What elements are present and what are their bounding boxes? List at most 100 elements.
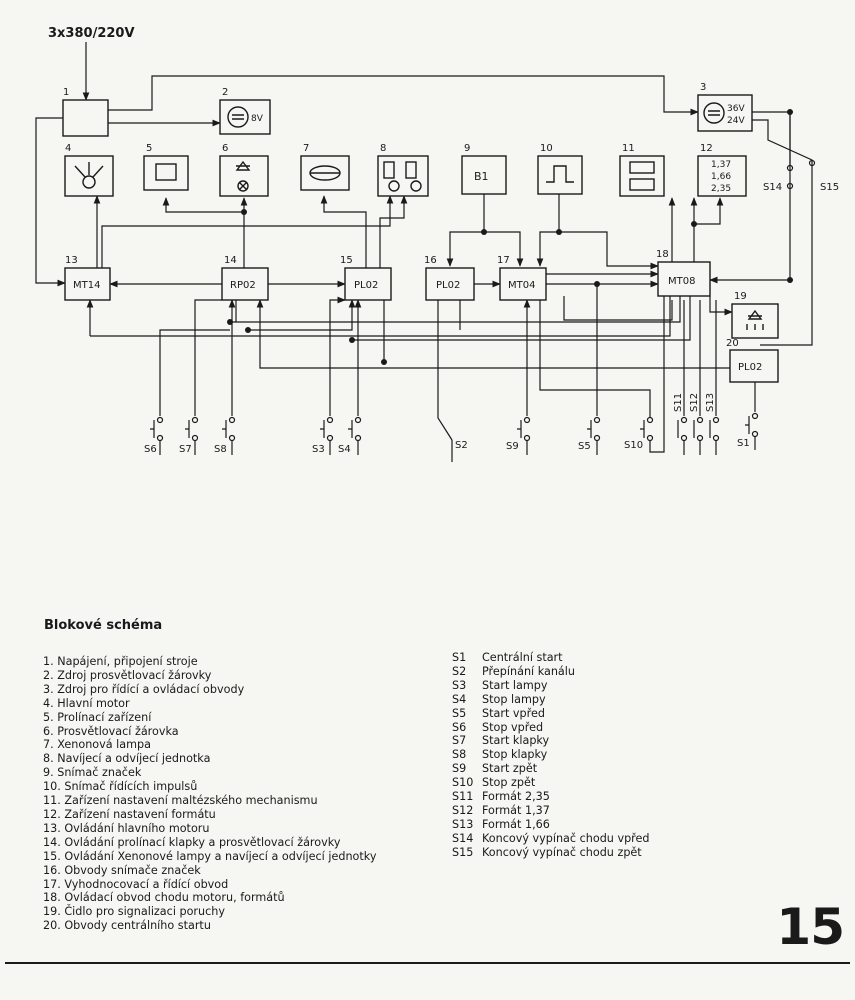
switch-code: S11 xyxy=(452,790,474,804)
supply-label: 3x380/220V xyxy=(48,26,135,41)
switch-s8 xyxy=(222,416,236,455)
switch-code: S10 xyxy=(452,776,474,790)
legend-item: 19. Čidlo pro signalizaci poruchy xyxy=(43,905,225,919)
legend-item: 4. Hlavní motor xyxy=(43,696,130,710)
switch-code: S9 xyxy=(452,762,467,776)
block-12-format-2: 1,66 xyxy=(711,172,731,182)
block-18: 18 MT08 xyxy=(656,249,711,297)
block-3-voltage-2: 24V xyxy=(727,116,745,126)
block-3-number: 3 xyxy=(700,82,706,93)
switch-description: Start lampy xyxy=(482,678,548,692)
switch-legend-item: S7 Start klapky xyxy=(452,734,650,748)
switch-description: Koncový vypínač chodu vpřed xyxy=(482,831,650,845)
switch-s11 xyxy=(677,416,688,455)
switch-label-s2: S2 xyxy=(455,440,468,451)
block-18-number: 18 xyxy=(656,249,669,260)
switch-code: S13 xyxy=(452,817,474,831)
block-3: 3 36V 24V xyxy=(697,82,753,132)
legend-item: 18. Ovládací obvod chodu motoru, formátů xyxy=(43,891,285,905)
block-14-label: RP02 xyxy=(230,280,256,291)
switch-description: Stop vpřed xyxy=(482,720,544,734)
block-13-number: 13 xyxy=(65,255,78,266)
block-15-label: PL02 xyxy=(354,280,378,291)
legend-item: 14. Ovládání prolínací klapky a prosvětl… xyxy=(43,835,341,849)
legend-item: 9. Snímač značek xyxy=(43,766,142,780)
block-4: 4 xyxy=(64,143,114,197)
switch-code: S7 xyxy=(452,734,467,748)
legend-item: 20. Obvody centrálního startu xyxy=(43,919,211,933)
switch-s1 xyxy=(745,412,759,450)
switch-description: Start klapky xyxy=(482,734,550,748)
switch-description: Centrální start xyxy=(482,651,563,664)
block-12-number: 12 xyxy=(700,143,713,154)
switch-label-s14: S14 xyxy=(763,182,782,193)
switch-legend-item: S9 Start zpět xyxy=(452,762,650,776)
block-11: 11 xyxy=(619,143,665,197)
switch-s9 xyxy=(517,416,531,455)
switch-description: Koncový vypínač chodu zpět xyxy=(482,845,642,859)
switch-description: Stop zpět xyxy=(482,776,536,790)
legend-item: 13. Ovládání hlavního motoru xyxy=(43,821,210,835)
block-16-number: 16 xyxy=(424,255,437,266)
switch-s5 xyxy=(587,416,601,455)
switch-label-s12: S12 xyxy=(689,393,700,412)
switch-symbols xyxy=(150,159,816,462)
switch-s15 xyxy=(808,159,816,167)
switch-s4 xyxy=(348,416,362,455)
block-8: 8 xyxy=(377,143,429,197)
switch-description: Start vpřed xyxy=(482,706,545,720)
bottom-rule xyxy=(5,962,850,964)
block-19: 19 xyxy=(731,291,779,339)
switch-s12 xyxy=(693,416,704,455)
switch-s13 xyxy=(709,416,720,455)
legend-item: 7. Xenonová lampa xyxy=(43,738,151,752)
block-6-number: 6 xyxy=(222,143,228,154)
switch-label-s11: S11 xyxy=(673,393,684,412)
block-20: 20 PL02 xyxy=(726,338,779,383)
block-legend: 1. Napájení, připojení stroje 2. Zdroj p… xyxy=(43,655,376,933)
legend-item: 17. Vyhodnocovací a řídící obvod xyxy=(43,877,229,891)
block-9: 9 B1 xyxy=(461,143,507,195)
block-5-number: 5 xyxy=(146,143,152,154)
switch-code: S3 xyxy=(452,678,467,692)
switch-s3 xyxy=(320,416,334,455)
switch-label-s7: S7 xyxy=(179,444,192,455)
block-4-number: 4 xyxy=(65,143,71,154)
block-1-number: 1 xyxy=(63,87,69,98)
block-9-number: 9 xyxy=(464,143,470,154)
block-20-number: 20 xyxy=(726,338,739,349)
block-2-voltage: 8V xyxy=(251,114,264,124)
switch-label-s1: S1 xyxy=(737,438,750,449)
block-17: 17 MT04 xyxy=(497,255,547,301)
block-14-number: 14 xyxy=(224,255,237,266)
legend-item: 11. Zařízení nastavení maltézského mecha… xyxy=(43,794,318,808)
block-6: 6 xyxy=(219,143,269,197)
legend-item: 10. Snímač řídících impulsů xyxy=(43,780,198,794)
block-17-label: MT04 xyxy=(508,280,535,291)
switch-description: Formát 1,37 xyxy=(482,803,550,817)
switch-code: S12 xyxy=(452,803,474,817)
block-18-label: MT08 xyxy=(668,276,695,287)
switch-code: S14 xyxy=(452,831,474,845)
switch-legend-item: S14 Koncový vypínač chodu vpřed xyxy=(452,832,650,846)
switch-s6 xyxy=(150,416,164,455)
legend-item: 16. Obvody snímače značek xyxy=(43,863,201,877)
legend-item: 3. Zdroj pro řídící a ovládací obvody xyxy=(43,682,245,696)
switch-label-s13: S13 xyxy=(705,393,716,412)
switch-label-s3: S3 xyxy=(312,444,325,455)
switch-description: Formát 1,66 xyxy=(482,817,550,831)
block-19-number: 19 xyxy=(734,291,747,302)
switch-code: S1 xyxy=(452,651,467,664)
switch-legend-item: S10 Stop zpět xyxy=(452,776,650,790)
page-number: 15 xyxy=(776,898,845,956)
block-16: 16 PL02 xyxy=(424,255,475,301)
caption-title: Blokové schéma xyxy=(44,618,163,633)
legend-item: 8. Navíjecí a odvíjecí jednotka xyxy=(43,752,211,766)
switch-description: Stop lampy xyxy=(482,692,546,706)
switch-description: Start zpět xyxy=(482,762,538,776)
